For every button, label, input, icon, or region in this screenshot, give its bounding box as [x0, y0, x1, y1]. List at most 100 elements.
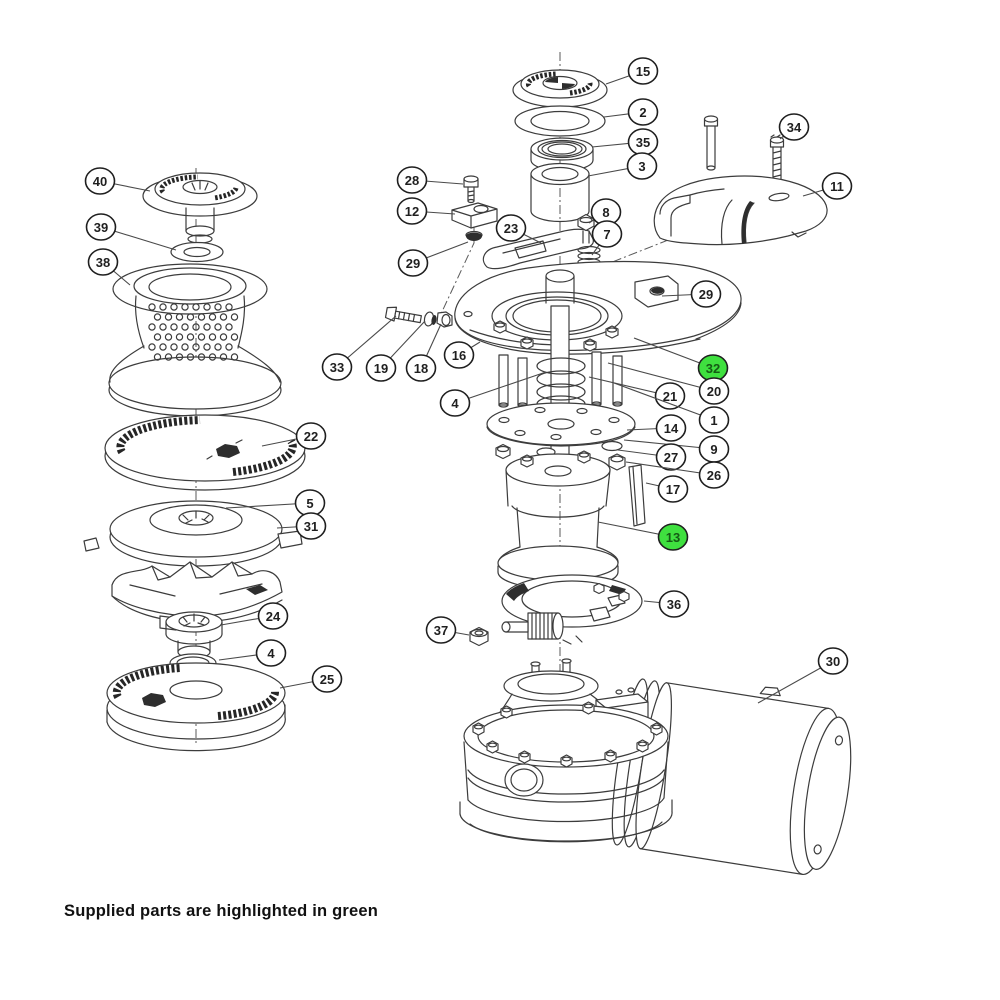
- callout-33: 33: [321, 315, 397, 381]
- svg-text:38: 38: [96, 255, 110, 270]
- callout-3: 3: [587, 152, 658, 180]
- part-arm-23: [482, 228, 594, 270]
- part-bolt-33: [384, 306, 422, 324]
- svg-text:21: 21: [663, 389, 677, 404]
- svg-text:17: 17: [666, 482, 680, 497]
- callout-34: 34: [778, 113, 810, 141]
- callout-32: 32: [633, 337, 729, 382]
- part-cover-11: [653, 175, 828, 246]
- svg-text:25: 25: [320, 672, 334, 687]
- svg-text:5: 5: [306, 496, 313, 511]
- callout-23: 23: [495, 214, 542, 244]
- part-washer-19: [423, 311, 437, 327]
- callout-35: 35: [591, 128, 659, 156]
- part-cap-40: [142, 172, 258, 244]
- callout-2: 2: [603, 98, 659, 126]
- part-disc-22: [104, 414, 306, 491]
- part-drum-38: [108, 263, 282, 417]
- part-nuts-9-27-26: [495, 440, 626, 472]
- svg-text:30: 30: [826, 654, 840, 669]
- callout-19: 19: [365, 320, 426, 382]
- callout-7: 7: [591, 220, 623, 256]
- svg-text:36: 36: [667, 597, 681, 612]
- callout-17: 17: [645, 475, 689, 503]
- svg-text:4: 4: [451, 396, 459, 411]
- callout-14: 14: [626, 414, 687, 442]
- part-drive-cylinder-13: [497, 450, 619, 590]
- part-key-17: [628, 464, 646, 527]
- part-disc-25: [106, 662, 286, 752]
- svg-text:35: 35: [636, 135, 650, 150]
- part-flange-14: [486, 402, 636, 447]
- svg-text:39: 39: [94, 220, 108, 235]
- svg-text:29: 29: [699, 287, 713, 302]
- svg-text:14: 14: [664, 421, 679, 436]
- callout-39: 39: [85, 213, 177, 251]
- svg-text:34: 34: [787, 120, 802, 135]
- callout-16: 16: [443, 341, 481, 369]
- part-motor-30: [611, 678, 852, 876]
- callout-13: 13: [597, 521, 689, 551]
- svg-text:29: 29: [406, 256, 420, 271]
- svg-text:8: 8: [602, 205, 609, 220]
- part-gearbox: [459, 658, 673, 843]
- svg-text:31: 31: [304, 519, 318, 534]
- part-nut-37: [469, 626, 489, 647]
- part-washer-2: [514, 105, 606, 137]
- callout-4: 4: [439, 371, 547, 417]
- svg-text:3: 3: [638, 159, 645, 174]
- svg-text:12: 12: [405, 204, 419, 219]
- legend-note: Supplied parts are highlighted in green: [64, 902, 379, 920]
- callout-37: 37: [425, 616, 470, 644]
- callout-29: 29: [397, 241, 469, 277]
- callout-15: 15: [605, 57, 659, 85]
- callout-26: 26: [625, 461, 730, 489]
- callout-22: 22: [261, 422, 327, 450]
- svg-text:26: 26: [707, 468, 721, 483]
- svg-text:16: 16: [452, 348, 466, 363]
- svg-text:40: 40: [93, 174, 107, 189]
- part-nut-18: [436, 311, 453, 328]
- svg-text:4: 4: [267, 646, 275, 661]
- callout-30: 30: [757, 647, 849, 704]
- part-cap-15: [512, 69, 608, 108]
- gearbox-flange-bolts: [472, 701, 663, 768]
- callout-21: 21: [588, 376, 686, 410]
- callout-18: 18: [405, 323, 442, 382]
- part-screw-8: [577, 213, 595, 244]
- part-spacer-3: [530, 162, 590, 223]
- svg-text:23: 23: [504, 221, 518, 236]
- callout-20: 20: [607, 362, 730, 405]
- callout-11: 11: [802, 172, 853, 200]
- svg-text:32: 32: [706, 361, 720, 376]
- svg-text:33: 33: [330, 360, 344, 375]
- part-bearing-35: [530, 137, 594, 172]
- callout-12: 12: [396, 197, 456, 225]
- part-clamp-36: [501, 574, 643, 645]
- svg-text:9: 9: [710, 442, 717, 457]
- svg-text:28: 28: [405, 173, 419, 188]
- part-clutch-cam: [111, 561, 283, 631]
- part-bushing-24: [165, 611, 223, 659]
- svg-text:27: 27: [664, 450, 678, 465]
- callout-25: 25: [279, 665, 343, 693]
- callout-31: 31: [276, 512, 327, 540]
- svg-text:20: 20: [707, 384, 721, 399]
- svg-text:7: 7: [603, 227, 610, 242]
- svg-text:13: 13: [666, 530, 680, 545]
- part-deck-studs: [493, 320, 619, 352]
- callout-4: 4: [218, 639, 287, 667]
- svg-text:37: 37: [434, 623, 448, 638]
- part-washer-39: [170, 241, 224, 263]
- part-studs: [498, 351, 623, 408]
- part-disc-31: [83, 500, 303, 567]
- callout-1: 1: [613, 382, 730, 434]
- callout-40: 40: [84, 167, 151, 195]
- svg-text:24: 24: [266, 609, 281, 624]
- part-screw-28: [463, 175, 479, 204]
- svg-text:1: 1: [710, 413, 717, 428]
- svg-text:11: 11: [830, 179, 844, 194]
- callout-28: 28: [396, 166, 464, 194]
- callout-38: 38: [87, 248, 131, 286]
